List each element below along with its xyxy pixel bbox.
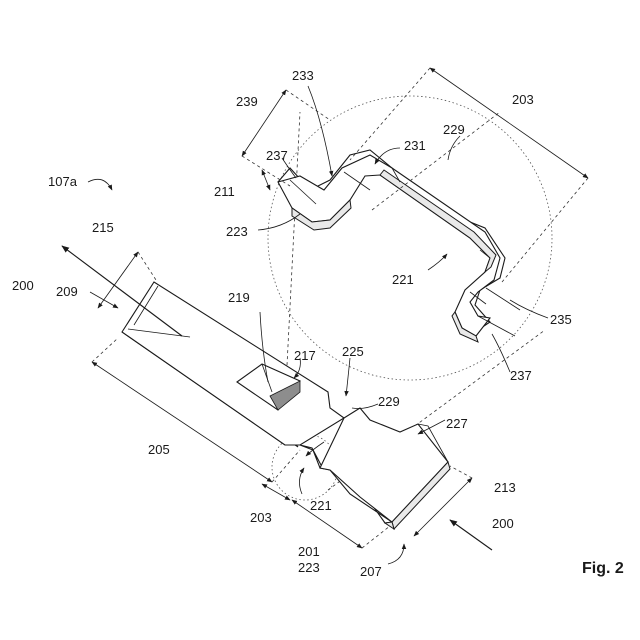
ref-235: 235 bbox=[550, 312, 572, 327]
strip-body bbox=[122, 282, 450, 529]
ref-225: 225 bbox=[342, 344, 364, 359]
ref-209: 209 bbox=[56, 284, 78, 299]
ref-221-large: 221 bbox=[392, 272, 414, 287]
ref-205: 205 bbox=[148, 442, 170, 457]
ref-223-small: 223 bbox=[298, 560, 320, 575]
ref-217: 217 bbox=[294, 348, 316, 363]
ref-200-left: 200 bbox=[12, 278, 34, 293]
ref-223-large: 223 bbox=[226, 224, 248, 239]
ref-203-large: 203 bbox=[512, 92, 534, 107]
ref-221-small: 221 bbox=[310, 498, 332, 513]
ref-229-small: 229 bbox=[378, 394, 400, 409]
ref-203-small: 203 bbox=[250, 510, 272, 525]
ref-239: 239 bbox=[236, 94, 258, 109]
ref-229-large: 229 bbox=[443, 122, 465, 137]
ref-213: 213 bbox=[494, 480, 516, 495]
ref-219: 219 bbox=[228, 290, 250, 305]
ref-215: 215 bbox=[92, 220, 114, 235]
ref-233: 233 bbox=[292, 68, 314, 83]
ref-201: 201 bbox=[298, 544, 320, 559]
ref-207: 207 bbox=[360, 564, 382, 579]
ref-237-bottom: 237 bbox=[510, 368, 532, 383]
ref-227: 227 bbox=[446, 416, 468, 431]
ref-211: 211 bbox=[214, 184, 235, 199]
figure-caption: Fig. 2 bbox=[582, 560, 624, 577]
ref-107a: 107a bbox=[48, 174, 78, 189]
direction-arrow-right bbox=[450, 520, 492, 550]
reference-labels: 107a 200 209 215 239 233 237 211 223 231… bbox=[12, 68, 624, 579]
ref-237-top: 237 bbox=[266, 148, 288, 163]
ref-231: 231 bbox=[404, 138, 426, 153]
detail-bent-strip bbox=[278, 150, 520, 342]
ref-200-right: 200 bbox=[492, 516, 514, 531]
